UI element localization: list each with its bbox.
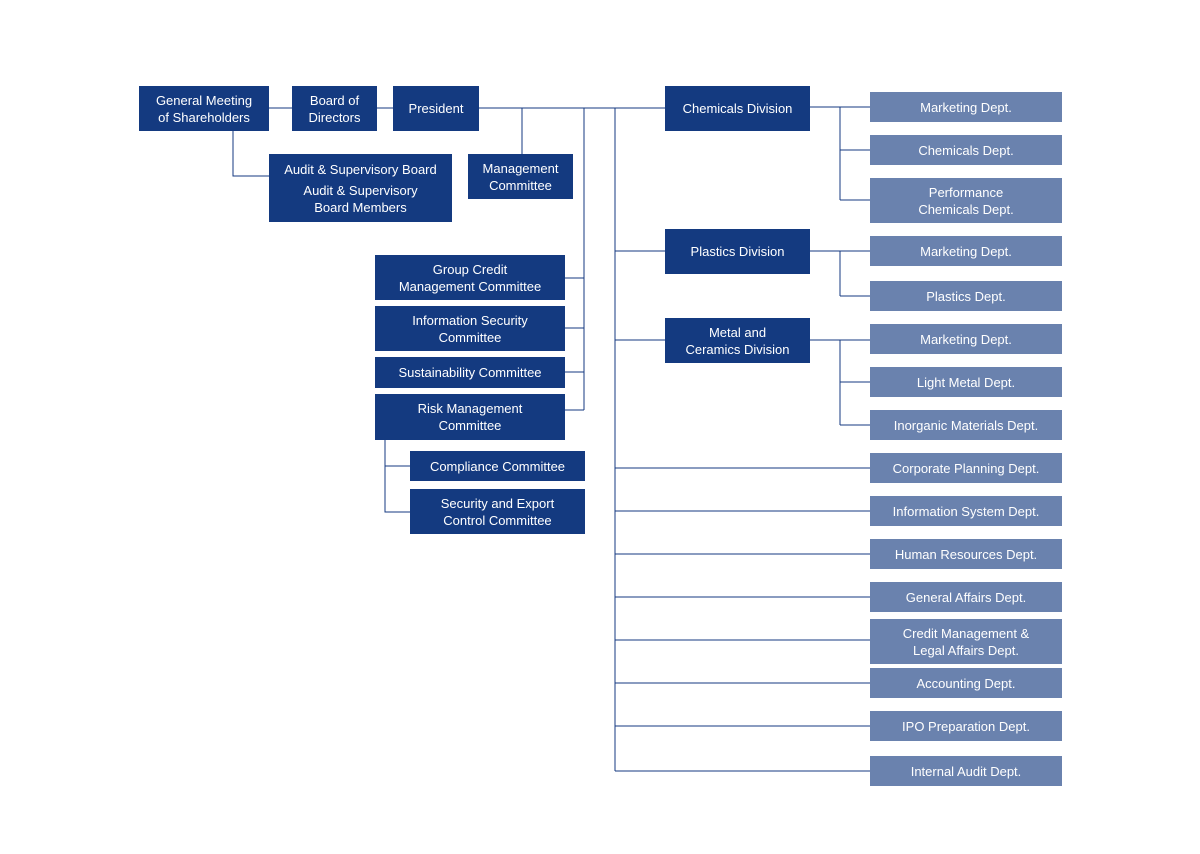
group-credit-committee-box: Group Credit Management Committee (375, 255, 565, 300)
connector-line (232, 131, 269, 177)
credit-legal-dept-box: Credit Management & Legal Affairs Dept. (870, 619, 1062, 664)
dept-label: Information System Dept. (892, 503, 1040, 519)
dept-label: Corporate Planning Dept. (892, 460, 1040, 476)
risk-management-committee-label: Risk Management Committee (417, 401, 523, 433)
internal-audit-dept-box: Internal Audit Dept. (870, 756, 1062, 786)
chemicals-dept-box: Chemicals Dept. (870, 135, 1062, 165)
chemicals-marketing-dept-box: Marketing Dept. (870, 92, 1062, 122)
security-export-committee-label: Security and Export Control Committee (440, 495, 555, 528)
dept-label: Plastics Dept. (926, 288, 1006, 304)
dept-label: Marketing Dept. (920, 331, 1012, 347)
metal-ceramics-division-label: Metal and Ceramics Division (685, 324, 790, 357)
information-security-committee-box: Information Security Committee (375, 306, 565, 351)
connector-line (384, 440, 410, 513)
president-label: President (408, 101, 464, 116)
dept-label: Inorganic Materials Dept. (893, 417, 1039, 433)
chemicals-division-label: Chemicals Division (682, 101, 793, 116)
shareholders-label: General Meeting of Shareholders (155, 92, 253, 125)
plastics-dept-box: Plastics Dept. (870, 281, 1062, 311)
general-affairs-dept-box: General Affairs Dept. (870, 582, 1062, 612)
dept-label: Marketing Dept. (920, 243, 1012, 259)
information-system-dept-box: Information System Dept. (870, 496, 1062, 526)
dept-label: IPO Preparation Dept. (902, 718, 1030, 734)
dept-label: Marketing Dept. (920, 99, 1012, 115)
dept-label: Light Metal Dept. (916, 374, 1016, 390)
inorganic-materials-dept-box: Inorganic Materials Dept. (870, 410, 1062, 440)
information-security-committee-label: Information Security Committee (412, 312, 528, 345)
ipo-preparation-dept-box: IPO Preparation Dept. (870, 711, 1062, 741)
shareholders-box: General Meeting of Shareholders (139, 86, 269, 131)
sustainability-committee-label: Sustainability Committee (398, 365, 542, 380)
dept-label: Human Resources Dept. (894, 546, 1038, 562)
audit-supervisory-box: Audit & Supervisory Board Audit & Superv… (269, 154, 452, 222)
dept-label: Performance Chemicals Dept. (918, 184, 1014, 217)
metal-marketing-dept-box: Marketing Dept. (870, 324, 1062, 354)
dept-label: General Affairs Dept. (905, 589, 1027, 605)
security-export-committee-box: Security and Export Control Committee (410, 489, 585, 534)
dept-label: Credit Management & Legal Affairs Dept. (902, 625, 1030, 658)
compliance-committee-label: Compliance Committee (429, 458, 566, 474)
compliance-committee-box: Compliance Committee (410, 451, 585, 481)
dept-label: Chemicals Dept. (918, 142, 1014, 158)
dept-label: Accounting Dept. (916, 675, 1016, 691)
risk-management-committee-box: Risk Management Committee (375, 394, 565, 440)
president-box: President (393, 86, 479, 131)
chemicals-division-box: Chemicals Division (665, 86, 810, 131)
board-of-directors-box: Board of Directors (292, 86, 377, 131)
light-metal-dept-box: Light Metal Dept. (870, 367, 1062, 397)
board-of-directors-label: Board of Directors (308, 92, 361, 125)
audit-board-label: Audit & Supervisory Board (284, 161, 437, 177)
accounting-dept-box: Accounting Dept. (870, 668, 1062, 698)
group-credit-committee-label: Group Credit Management Committee (398, 261, 542, 294)
management-committee-box: Management Committee (468, 154, 573, 199)
performance-chemicals-dept-box: Performance Chemicals Dept. (870, 178, 1062, 223)
human-resources-dept-box: Human Resources Dept. (870, 539, 1062, 569)
metal-ceramics-division-box: Metal and Ceramics Division (665, 318, 810, 363)
audit-members-label: Audit & Supervisory Board Members (303, 182, 418, 215)
dept-label: Internal Audit Dept. (910, 763, 1022, 779)
plastics-division-box: Plastics Division (665, 229, 810, 274)
plastics-division-label: Plastics Division (690, 244, 785, 259)
sustainability-committee-box: Sustainability Committee (375, 357, 565, 388)
corporate-planning-dept-box: Corporate Planning Dept. (870, 453, 1062, 483)
management-committee-label: Management Committee (482, 160, 559, 193)
plastics-marketing-dept-box: Marketing Dept. (870, 236, 1062, 266)
